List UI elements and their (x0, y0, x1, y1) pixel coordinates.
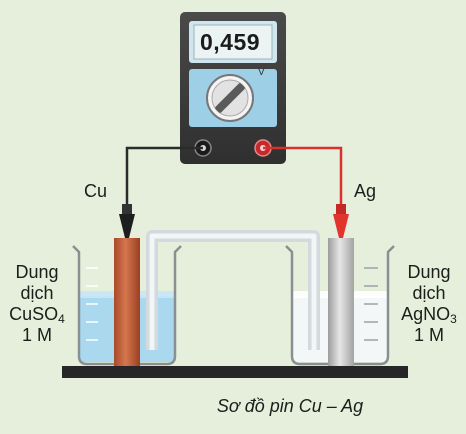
cuso4-formula: CuSO4 (0, 304, 82, 325)
voltmeter-reading: 0,459 (199, 29, 261, 55)
agno3-label-line2: dịch (412, 283, 446, 303)
agno3-formula-subscript: 3 (450, 312, 457, 326)
copper-electrode-label: Cu (84, 181, 108, 201)
silver-electrode (328, 238, 354, 366)
voltmeter-display (193, 24, 273, 60)
agno3-concentration: 1 M (413, 325, 444, 345)
cuso4-formula-base: CuSO (9, 304, 59, 324)
positive-clip (333, 204, 349, 238)
diagram-caption: Sơ đồ pin Cu – Ag (216, 396, 364, 416)
cuso4-label-line2: dịch (20, 283, 54, 303)
negative-wire (125, 146, 203, 208)
copper-electrode (114, 238, 140, 366)
voltmeter-dial-pointer (215, 83, 245, 113)
bench (62, 366, 408, 378)
agno3-label-line1: Dung (407, 262, 451, 282)
salt-bridge (146, 230, 320, 350)
agno3-formula: AgNO3 (384, 304, 466, 325)
voltmeter-unit: V (258, 67, 265, 78)
cuso4-concentration: 1 M (21, 325, 52, 345)
cuso4-label: Dung dịch CuSO4 1 M (0, 262, 82, 346)
agno3-label: Dung dịch AgNO3 1 M (384, 262, 466, 346)
silver-electrode-label: Ag (354, 181, 377, 201)
voltmeter (180, 12, 286, 164)
negative-clip (119, 204, 135, 238)
cuso4-label-line1: Dung (15, 262, 59, 282)
positive-wire (263, 146, 343, 208)
agno3-formula-base: AgNO (401, 304, 451, 324)
cuso4-formula-subscript: 4 (58, 312, 65, 326)
